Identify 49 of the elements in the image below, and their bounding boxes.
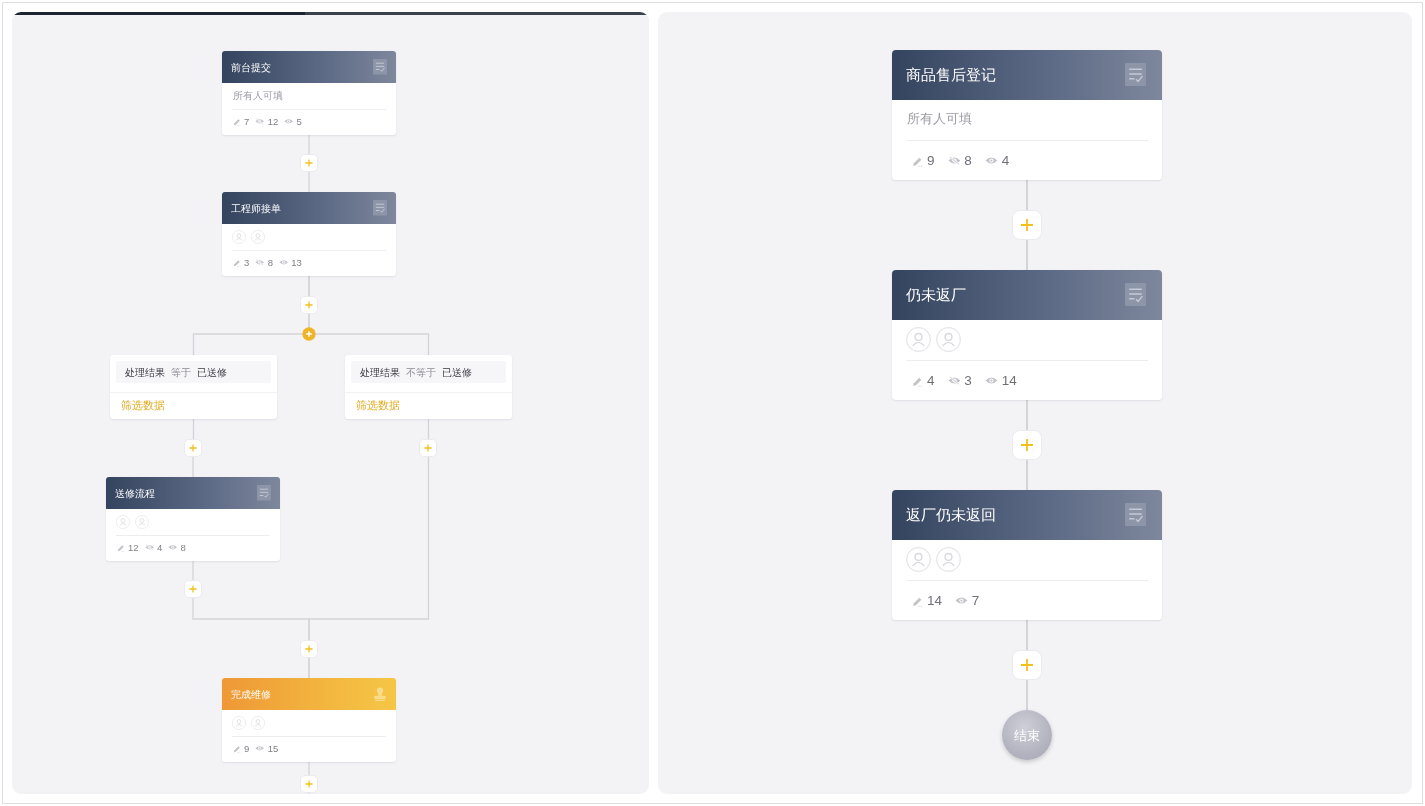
operator-text: 不等于: [406, 365, 436, 379]
field-name: 处理结果: [360, 365, 400, 379]
stat-count: 13: [291, 256, 302, 269]
stat-count: 7: [244, 115, 250, 128]
card-title: 商品售后登记: [906, 65, 996, 85]
filter-link: 筛选数据: [356, 398, 400, 412]
stat-count: 9: [927, 152, 935, 170]
card-title: 返厂仍未返回: [906, 505, 996, 525]
stat-count: 4: [1001, 152, 1010, 170]
step-card: [222, 51, 396, 135]
filter-link: 筛选数据: [121, 398, 165, 412]
stat-count: 3: [244, 256, 250, 269]
end-circle: [1002, 710, 1052, 760]
stat-count: 15: [267, 742, 279, 755]
operator-text: 等于: [171, 365, 191, 379]
step-card: [892, 490, 1162, 620]
connector-line: [308, 418, 430, 679]
step-card: [222, 678, 396, 762]
connector-line: [308, 275, 430, 356]
step-card: [106, 477, 280, 561]
step-card: [222, 192, 396, 276]
value-text: 已送修: [197, 365, 227, 379]
step-card: [892, 50, 1162, 180]
stat-count: 4: [156, 541, 163, 554]
condition-card: [110, 355, 277, 419]
card-title: 送修流程: [115, 486, 155, 500]
step-card: [892, 270, 1162, 400]
stat-count: 8: [964, 152, 972, 170]
stat-count: 8: [267, 256, 273, 269]
field-name: 处理结果: [125, 365, 165, 379]
stat-count: 12: [128, 541, 139, 554]
stat-count: 14: [927, 592, 943, 610]
stat-count: 14: [1001, 372, 1017, 390]
value-text: 已送修: [442, 365, 472, 379]
card-title: 工程师接单: [231, 201, 281, 215]
subtitle-text: 所有人可填: [232, 89, 283, 102]
subtitle-text: 所有人可填: [906, 111, 972, 127]
card-title: 前台提交: [231, 60, 271, 74]
stat-count: 9: [244, 742, 250, 755]
stat-count: 8: [180, 541, 186, 554]
condition-card: [345, 355, 512, 419]
stat-count: 3: [964, 372, 972, 390]
stat-count: 7: [971, 592, 980, 610]
card-title: 仍未返厂: [906, 285, 966, 305]
stat-count: 4: [927, 372, 935, 390]
card-title: 完成维修: [231, 687, 271, 701]
stat-count: 12: [267, 115, 279, 128]
end-label: 结束: [1014, 726, 1040, 744]
stat-count: 5: [296, 115, 302, 128]
